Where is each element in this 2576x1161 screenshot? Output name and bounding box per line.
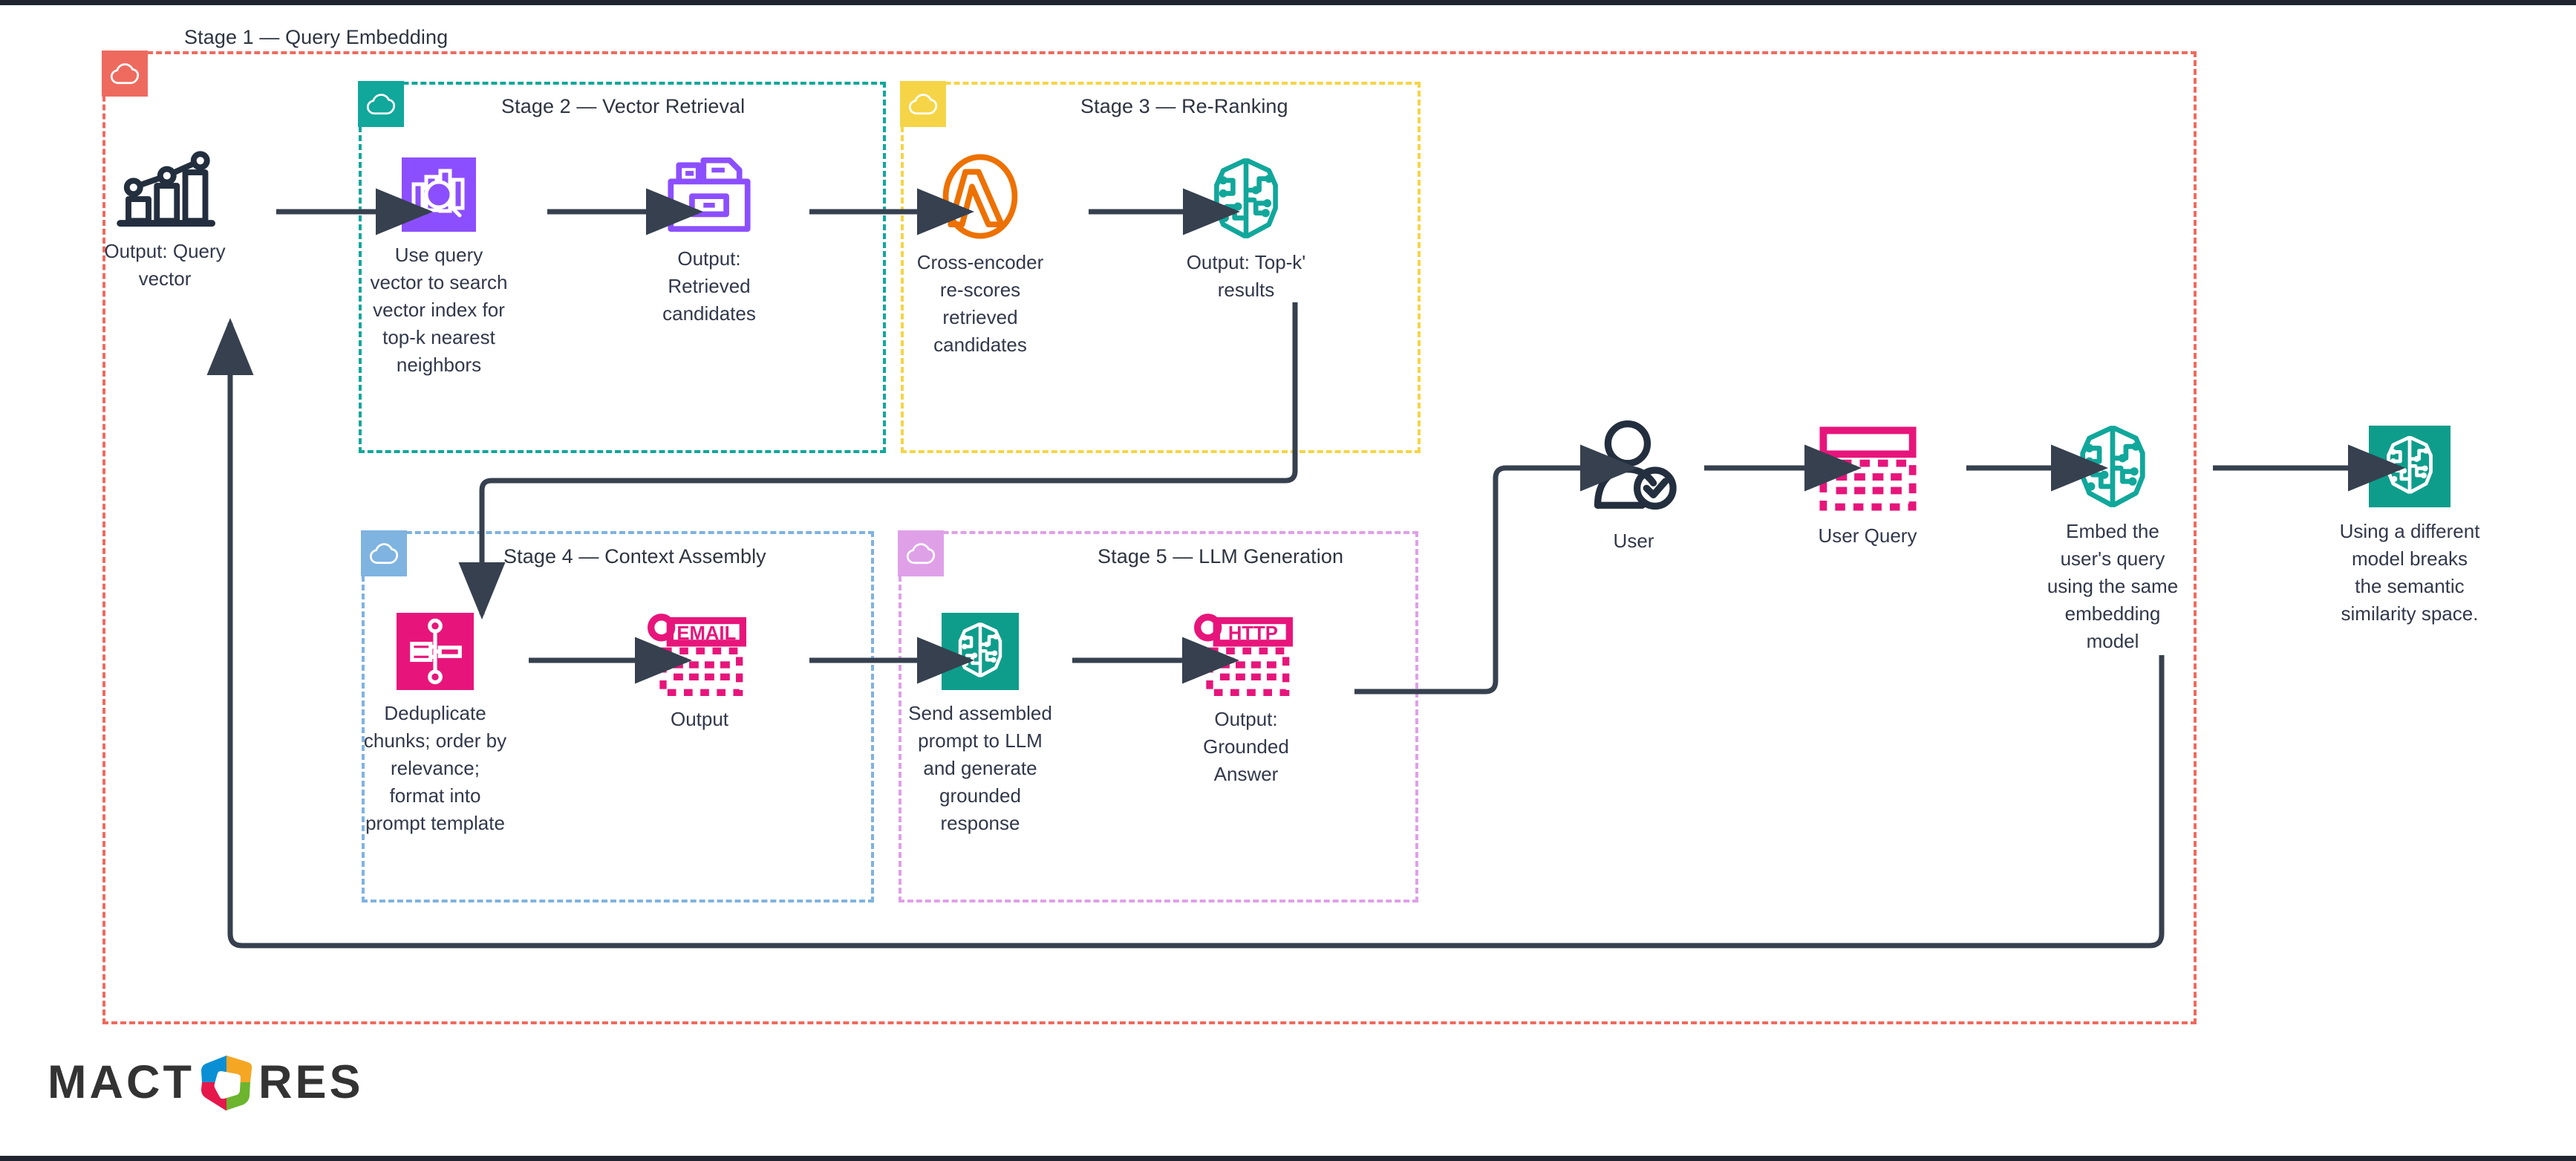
aws-lambda-icon: [928, 154, 1032, 239]
cloud-icon: [900, 81, 946, 127]
node-context-output[interactable]: EMAIL Output: [618, 613, 781, 733]
group-title-stage1: Stage 1 — Query Embedding: [184, 26, 449, 48]
node-label-user-query: User Query: [1818, 524, 1917, 547]
node-label-different-model: Using a different model breaks the seman…: [2339, 520, 2480, 625]
cloud-icon: [358, 81, 404, 127]
brand-name-right: RES: [258, 1056, 364, 1108]
bar-chart-trend-icon: [115, 150, 215, 228]
brand-logo: MACT RES: [48, 1054, 364, 1110]
brand-name-left: MACT: [48, 1056, 195, 1108]
node-cross-encoder[interactable]: Cross-encoder re-scores retrieved candid…: [899, 154, 1062, 359]
cloud-icon: [898, 530, 944, 576]
node-grounded-answer[interactable]: HTTP Output: Grounded Answer: [1164, 613, 1328, 788]
brand-mark-icon: [200, 1055, 252, 1110]
group-title-stage2: Stage 2 — Vector Retrieval: [501, 95, 746, 117]
svg-text:EMAIL: EMAIL: [676, 623, 736, 644]
group-stage1: [102, 51, 2197, 1024]
node-label-user: User: [1613, 530, 1654, 552]
brain-circuit-outline-icon: [2064, 425, 2162, 508]
cloud-icon: [361, 530, 407, 576]
node-label-context-output: Output: [670, 708, 729, 730]
node-user[interactable]: User: [1552, 417, 1715, 555]
node-different-model[interactable]: Using a different model breaks the seman…: [2328, 425, 2491, 628]
user-verified-icon: [1589, 417, 1678, 518]
workflow-nodes-icon: [391, 613, 479, 690]
group-title-stage5: Stage 5 — LLM Generation: [1098, 545, 1344, 568]
node-vector-search[interactable]: Use query vector to search vector index …: [357, 157, 521, 379]
group-title-stage4: Stage 4 — Context Assembly: [503, 545, 766, 568]
node-embed-query[interactable]: Embed the user's query using the same em…: [2031, 425, 2194, 655]
node-label-grounded-answer: Output: Grounded Answer: [1203, 708, 1289, 785]
document-folder-icon: [662, 154, 757, 235]
node-deduplicate[interactable]: Deduplicate chunks; order by relevance; …: [353, 613, 517, 837]
node-label-deduplicate: Deduplicate chunks; order by relevance; …: [363, 702, 507, 834]
node-retrieved-candidates[interactable]: Output: Retrieved candidates: [627, 154, 791, 328]
query-table-icon: [1818, 425, 1918, 513]
node-query-vector[interactable]: Output: Query vector: [83, 150, 247, 293]
node-label-cross-encoder: Cross-encoder re-scores retrieved candid…: [916, 251, 1044, 356]
svg-text:HTTP: HTTP: [1228, 623, 1278, 644]
node-user-query[interactable]: User Query: [1786, 425, 1949, 550]
node-llm-generate[interactable]: Send assembled prompt to LLM and generat…: [899, 613, 1062, 837]
cloud-icon: [102, 51, 148, 97]
sagemaker-search-icon: [386, 157, 492, 232]
brain-circuit-outline-icon: [1197, 157, 1295, 239]
node-label-topk-results: Output: Top-k' results: [1186, 251, 1306, 301]
brain-circuit-solid-icon: [2369, 425, 2451, 508]
node-topk-results[interactable]: Output: Top-k' results: [1164, 157, 1328, 304]
brain-circuit-solid-icon: [936, 613, 1024, 690]
node-label-llm-generate: Send assembled prompt to LLM and generat…: [908, 702, 1052, 834]
email-output-icon: EMAIL: [648, 613, 751, 696]
node-label-retrieved-candidates: Output: Retrieved candidates: [662, 247, 756, 325]
node-label-query-vector: Output: Query vector: [104, 240, 226, 290]
group-title-stage3: Stage 3 — Re-Ranking: [1080, 95, 1288, 117]
http-output-icon: HTTP: [1194, 613, 1298, 696]
node-label-embed-query: Embed the user's query using the same em…: [2047, 520, 2179, 652]
node-label-vector-search: Use query vector to search vector index …: [370, 244, 508, 376]
